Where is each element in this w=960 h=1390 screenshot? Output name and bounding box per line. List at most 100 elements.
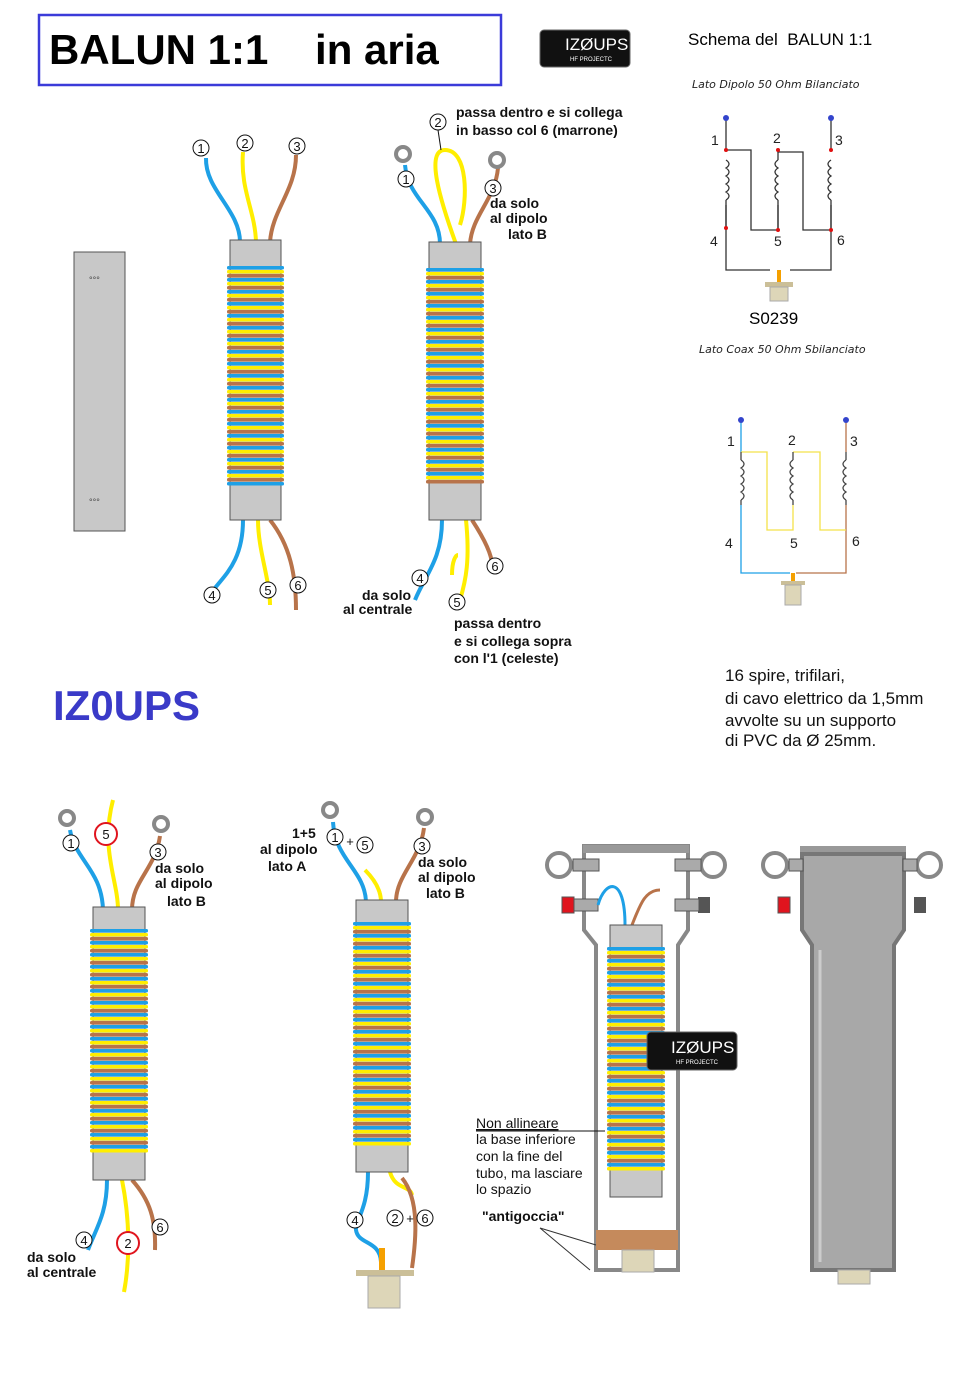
svg-text:lato B: lato B bbox=[508, 226, 547, 242]
coil-winding bbox=[353, 1138, 411, 1142]
coil-winding bbox=[353, 1038, 411, 1042]
coil-winding bbox=[353, 1110, 411, 1114]
svg-text:IZØUPS: IZØUPS bbox=[565, 35, 628, 54]
coil-winding bbox=[90, 1125, 148, 1129]
coil-winding bbox=[607, 967, 665, 971]
coil-winding bbox=[353, 1030, 411, 1034]
coil-winding bbox=[353, 986, 411, 990]
coil-winding bbox=[90, 1105, 148, 1109]
svg-text:in basso col 6 (marrone): in basso col 6 (marrone) bbox=[456, 122, 618, 138]
coil-winding bbox=[426, 372, 484, 376]
coil-2 bbox=[426, 241, 484, 521]
coil-winding bbox=[426, 416, 484, 420]
coil-winding bbox=[426, 376, 484, 380]
coil-winding bbox=[426, 408, 484, 412]
coil-winding bbox=[90, 1045, 148, 1049]
coil-winding bbox=[90, 1097, 148, 1101]
coil-winding bbox=[227, 306, 284, 310]
svg-text:lato B: lato B bbox=[167, 893, 206, 909]
svg-text:°°°: °°° bbox=[89, 275, 100, 285]
coil-winding bbox=[607, 1099, 665, 1103]
svg-text:2: 2 bbox=[241, 136, 248, 151]
coil-winding bbox=[227, 342, 284, 346]
svg-text:3: 3 bbox=[154, 845, 161, 860]
coil-winding bbox=[353, 934, 411, 938]
coil-winding bbox=[90, 1009, 148, 1013]
schematic: Schema del BALUN 1:1 Lato Dipolo 50 Ohm … bbox=[688, 30, 872, 606]
coil-winding bbox=[353, 1018, 411, 1022]
coil-winding bbox=[353, 958, 411, 962]
coil-winding bbox=[227, 446, 284, 450]
coil-3 bbox=[90, 906, 148, 1181]
coil-winding bbox=[607, 979, 665, 983]
coil-winding bbox=[90, 1089, 148, 1093]
coil-winding bbox=[227, 454, 284, 458]
coil-winding bbox=[90, 1129, 148, 1133]
svg-text:passa dentro: passa dentro bbox=[454, 615, 541, 631]
coil-winding bbox=[227, 294, 284, 298]
coil-winding bbox=[227, 426, 284, 430]
coil-winding bbox=[227, 322, 284, 326]
coil-winding bbox=[353, 1046, 411, 1050]
svg-text:2: 2 bbox=[124, 1236, 131, 1251]
coil-winding bbox=[353, 1002, 411, 1006]
svg-text:6: 6 bbox=[837, 232, 845, 248]
coil-winding bbox=[426, 392, 484, 396]
coil-winding bbox=[227, 414, 284, 418]
coil-winding bbox=[227, 458, 284, 462]
coil-winding bbox=[607, 975, 665, 979]
coil-winding bbox=[426, 284, 484, 288]
coil1-labels: 1 2 3 4 5 6 bbox=[192, 134, 307, 604]
coil-winding bbox=[426, 300, 484, 304]
coil-winding bbox=[90, 1117, 148, 1121]
svg-text:4: 4 bbox=[80, 1233, 87, 1248]
coil-winding bbox=[90, 1069, 148, 1073]
coil-winding bbox=[426, 368, 484, 372]
coil-winding bbox=[90, 1121, 148, 1125]
coil-winding bbox=[607, 1079, 665, 1083]
coil-winding bbox=[353, 1094, 411, 1098]
coil-winding bbox=[353, 1114, 411, 1118]
coil-winding bbox=[353, 990, 411, 994]
title-box bbox=[37, 13, 503, 87]
coil-winding bbox=[607, 1131, 665, 1135]
svg-text:tubo, ma lasciare: tubo, ma lasciare bbox=[476, 1165, 583, 1181]
coil-winding bbox=[353, 1066, 411, 1070]
coil-winding bbox=[426, 320, 484, 324]
svg-text:la base inferiore: la base inferiore bbox=[476, 1131, 576, 1147]
coil-winding bbox=[90, 1041, 148, 1045]
coil-winding bbox=[426, 404, 484, 408]
svg-text:2: 2 bbox=[788, 432, 796, 448]
svg-text:1: 1 bbox=[67, 836, 74, 851]
coil-winding bbox=[426, 480, 484, 484]
coil-winding bbox=[353, 1070, 411, 1074]
coil-winding bbox=[607, 1127, 665, 1131]
coil-winding bbox=[90, 1001, 148, 1005]
coil-winding bbox=[426, 348, 484, 352]
coil-winding bbox=[426, 412, 484, 416]
svg-text:Non allineare: Non allineare bbox=[476, 1115, 559, 1131]
coil-winding bbox=[426, 384, 484, 388]
coil-winding bbox=[90, 1137, 148, 1141]
coil-winding bbox=[227, 286, 284, 290]
coil-winding bbox=[90, 965, 148, 969]
coil4-labels: 1 + 5 3 4 2 + 6 1+5 al dipolo lato A da … bbox=[260, 825, 476, 1229]
coil-winding bbox=[607, 995, 665, 999]
coil-winding bbox=[426, 444, 484, 448]
assembly-note: Non allineare la base inferiore con la f… bbox=[476, 1115, 605, 1271]
coil-winding bbox=[90, 1145, 148, 1149]
coil-winding bbox=[90, 1029, 148, 1033]
coil-winding bbox=[426, 292, 484, 296]
svg-text:di PVC da Ø 25mm.: di PVC da Ø 25mm. bbox=[725, 731, 876, 750]
coil-winding bbox=[607, 1011, 665, 1015]
logo-top: IZØUPS HF PROJECTC bbox=[539, 29, 631, 68]
coil-winding bbox=[90, 1133, 148, 1137]
coil-winding bbox=[353, 982, 411, 986]
coil-winding bbox=[353, 1082, 411, 1086]
coil-winding bbox=[607, 951, 665, 955]
coil-winding bbox=[90, 989, 148, 993]
coil-winding bbox=[426, 352, 484, 356]
coil-winding bbox=[607, 1143, 665, 1147]
coil-winding bbox=[90, 929, 148, 933]
svg-text:5: 5 bbox=[790, 535, 798, 551]
